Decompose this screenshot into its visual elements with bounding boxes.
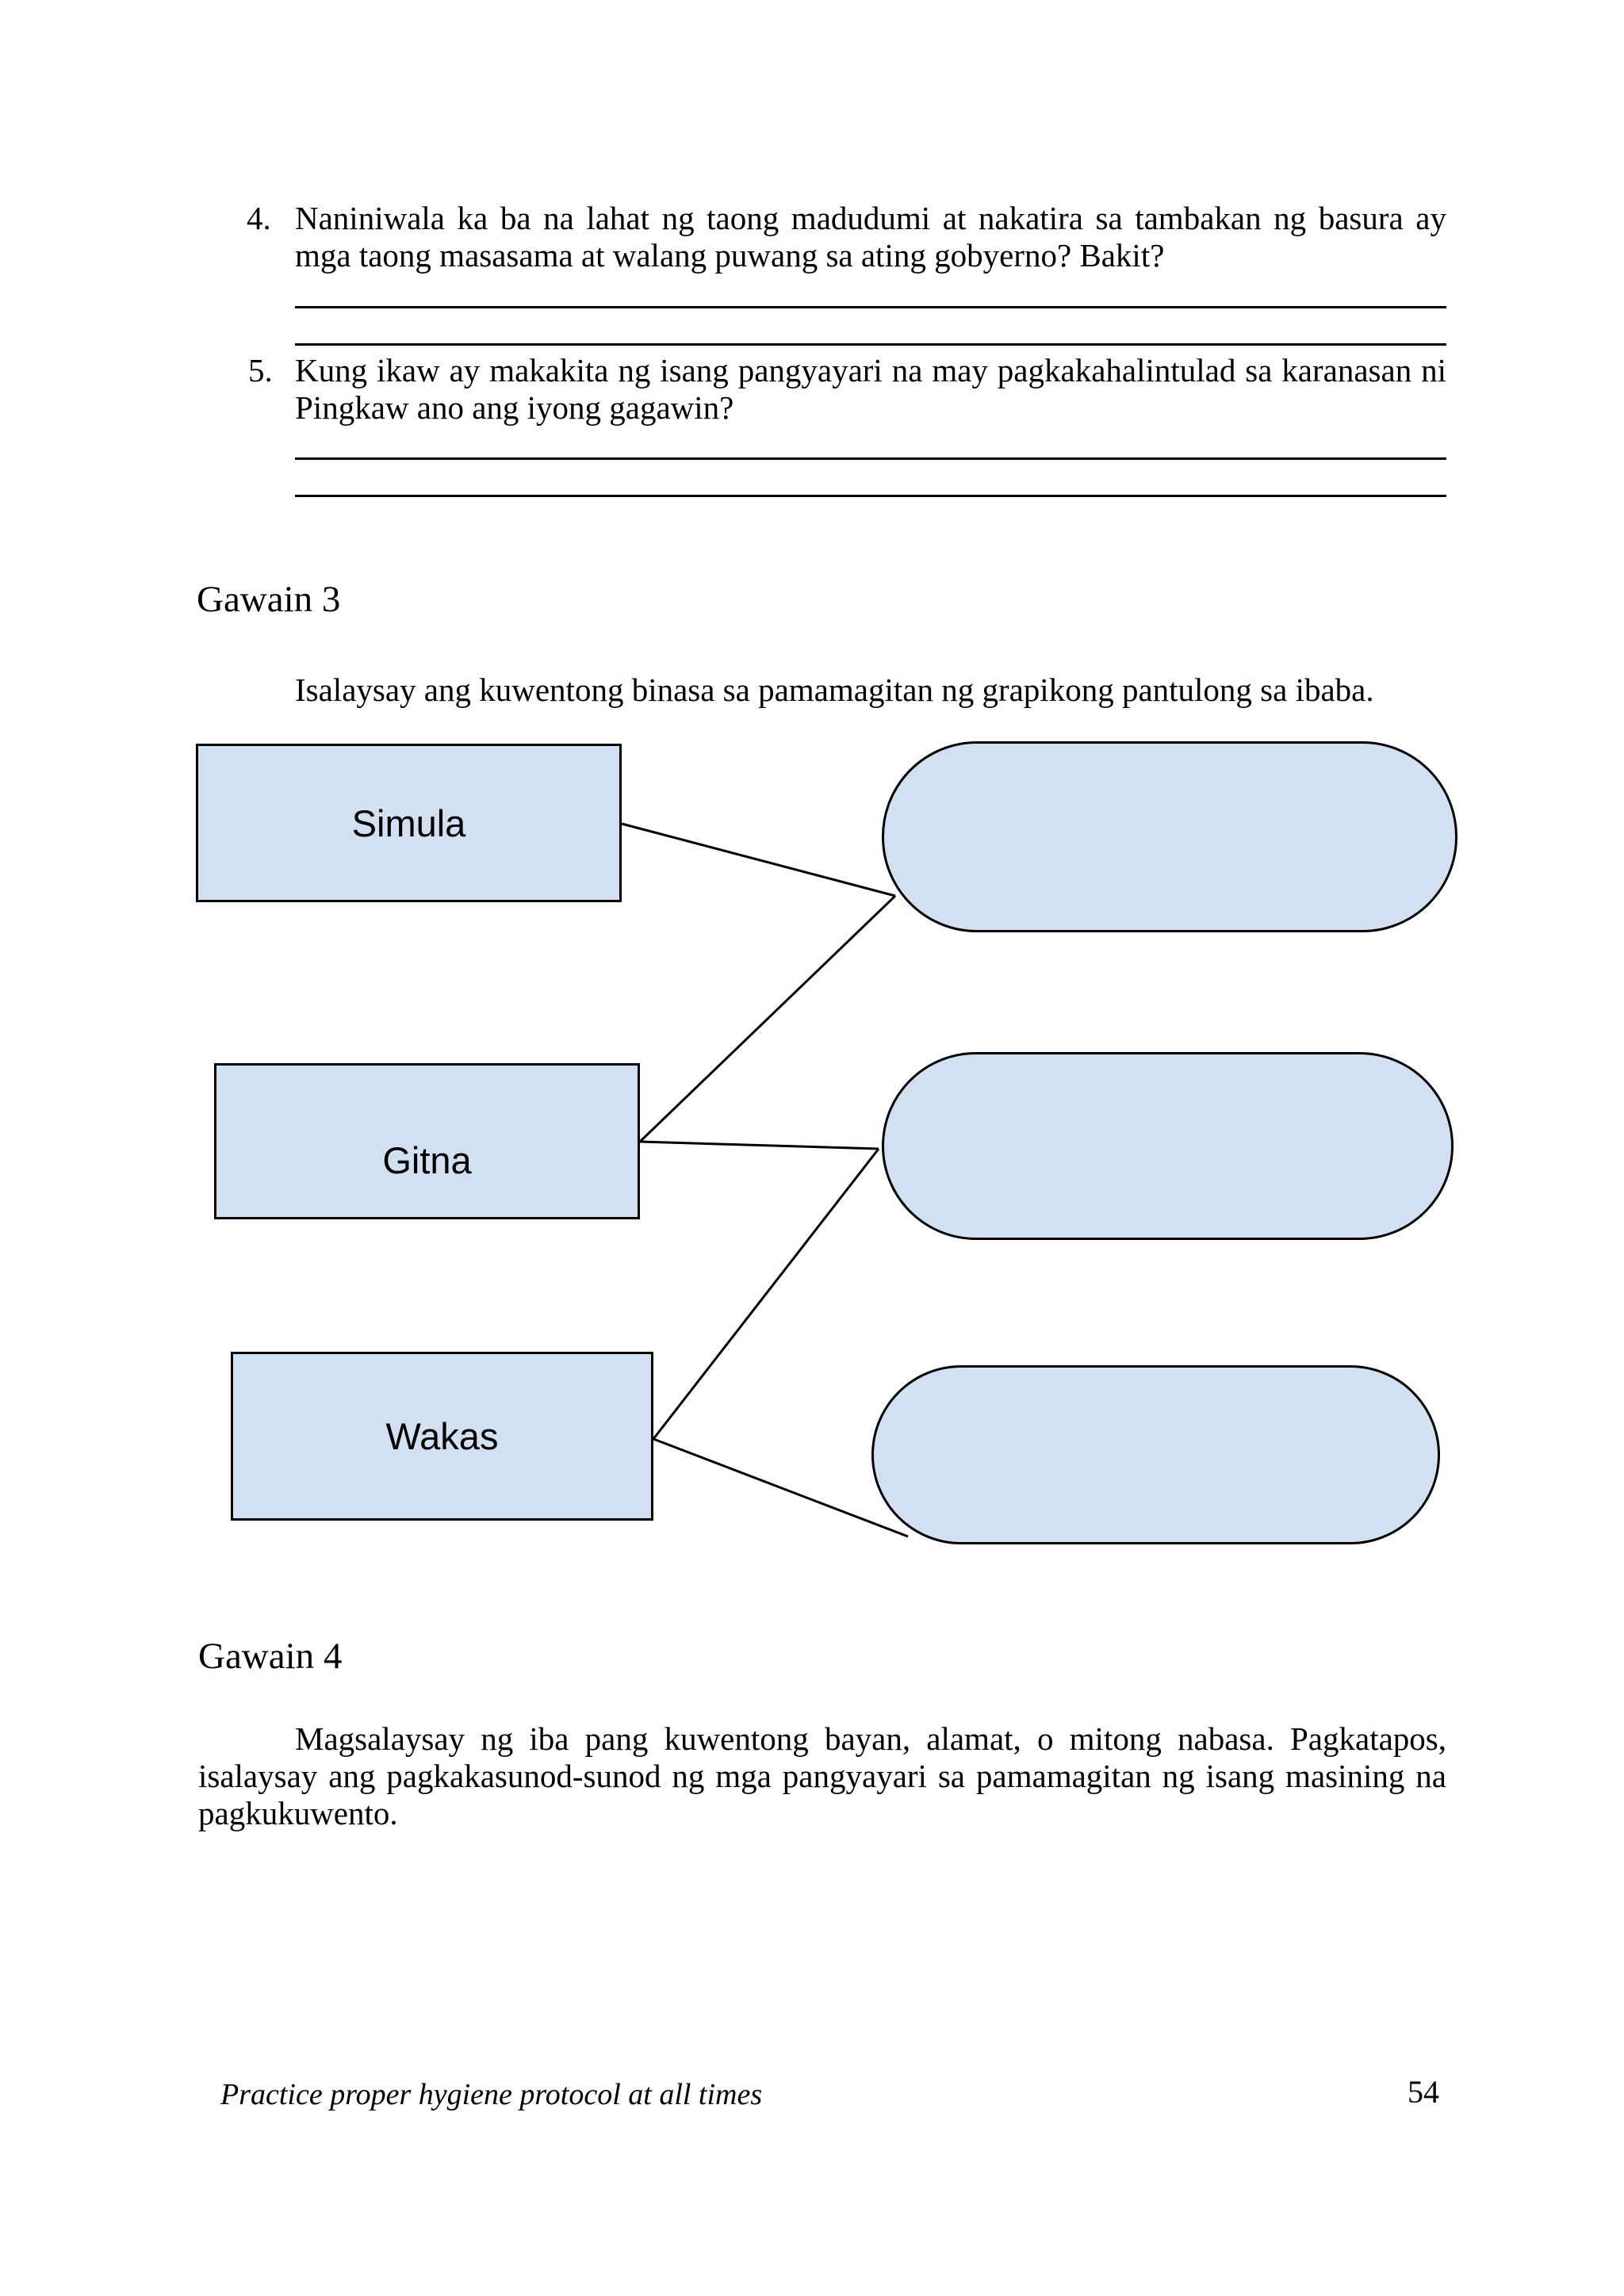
diagram-blank-shape-2 [882, 1052, 1454, 1240]
answer-line [295, 306, 1446, 308]
connector-line [653, 1437, 909, 1538]
question-text-line: Naniniwala ka ba na lahat ng taong madud… [295, 200, 1446, 236]
gawain3-instruction: Isalaysay ang kuwentong binasa sa pamama… [295, 672, 1374, 708]
answer-line [295, 343, 1446, 346]
diagram-box-simula: Simula [196, 744, 622, 902]
diagram-box-label: Gitna [382, 1139, 472, 1181]
connector-line [652, 1148, 880, 1440]
question-text: Naniniwala ka ba na lahat ng taong madud… [295, 200, 1446, 274]
connector-line [639, 1140, 879, 1150]
paragraph-line: pagkukuwento. [198, 1795, 398, 1831]
page-number: 54 [1408, 2074, 1439, 2110]
gawain4-paragraph: Magsalaysay ng iba pang kuwentong bayan,… [198, 1720, 1446, 1832]
question-text-line: Pingkaw ano ang iyong gagawin? [295, 389, 734, 426]
diagram-blank-shape-3 [871, 1365, 1440, 1544]
paragraph-line: Magsalaysay ng iba pang kuwentong bayan,… [295, 1720, 1446, 1757]
question-number: 5. [248, 352, 273, 388]
question-number: 4. [247, 200, 271, 236]
diagram-box-gitna: Gitna [214, 1063, 640, 1219]
question-text-line: Kung ikaw ay makakita ng isang pangyayar… [295, 352, 1446, 388]
paragraph-line: isalaysay ang pagkakasunod-sunod ng mga … [198, 1758, 1446, 1794]
question-text-line: mga taong masasama at walang puwang sa a… [295, 237, 1165, 274]
diagram-box-label: Wakas [385, 1415, 499, 1457]
answer-line [295, 457, 1446, 460]
section-heading-gawain-3: Gawain 3 [197, 579, 341, 620]
connector-line [621, 822, 896, 897]
question-text: Kung ikaw ay makakita ng isang pangyayar… [295, 352, 1446, 427]
footer-note: Practice proper hygiene protocol at all … [220, 2078, 763, 2111]
diagram-box-wakas: Wakas [231, 1352, 653, 1521]
section-heading-gawain-4: Gawain 4 [198, 1636, 343, 1677]
diagram-box-label: Simula [351, 802, 466, 844]
answer-line [295, 495, 1446, 497]
connector-line [638, 894, 897, 1143]
diagram-blank-shape-1 [882, 741, 1457, 932]
